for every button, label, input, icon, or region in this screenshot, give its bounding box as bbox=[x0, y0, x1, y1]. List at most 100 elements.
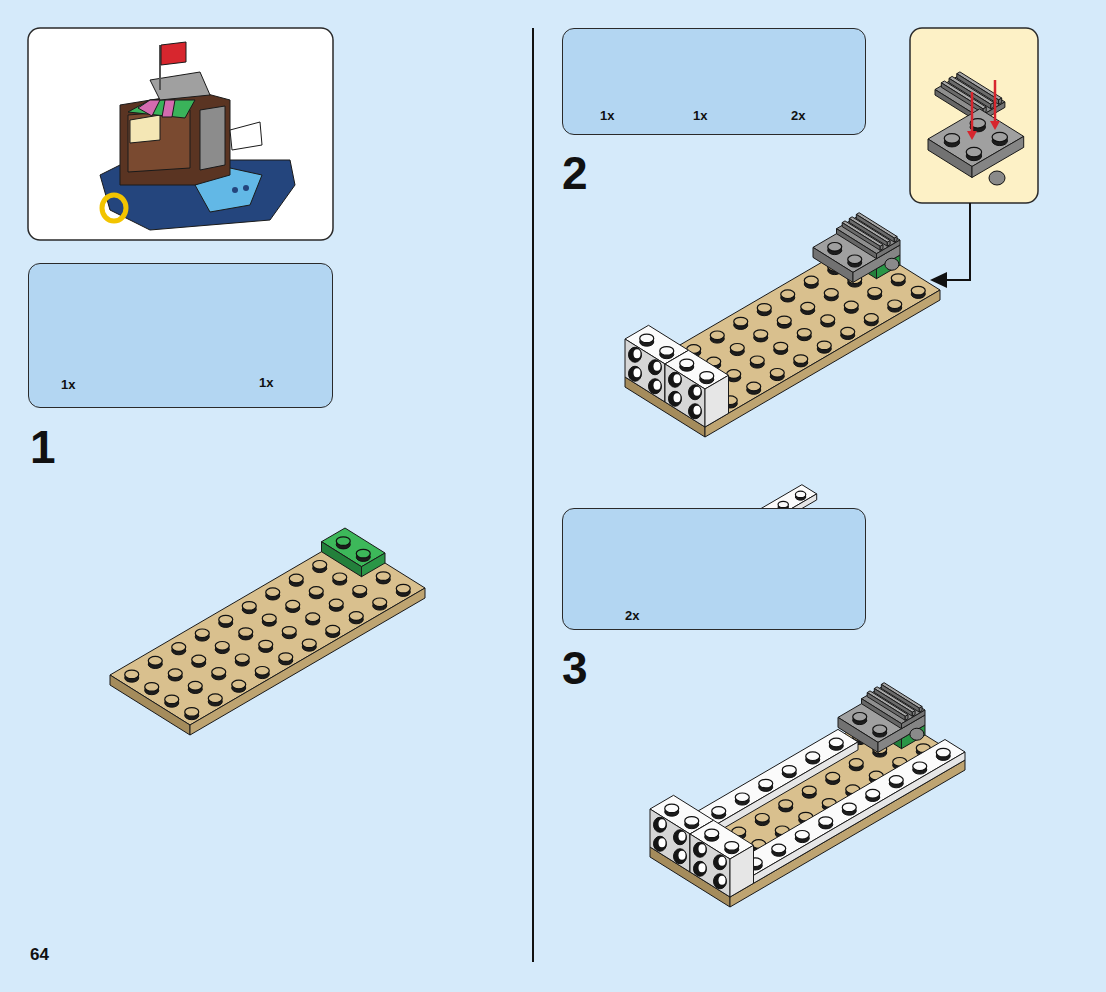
side-stud bbox=[654, 817, 667, 832]
boat-cabin-front bbox=[128, 110, 190, 172]
grille-bar bbox=[991, 103, 994, 109]
stud bbox=[212, 668, 226, 677]
stud bbox=[376, 572, 390, 581]
side-stud bbox=[719, 876, 726, 885]
stud bbox=[891, 274, 905, 283]
stud bbox=[801, 302, 815, 311]
stud bbox=[313, 561, 327, 570]
stud bbox=[913, 762, 927, 771]
side-stud bbox=[649, 360, 662, 375]
stud bbox=[336, 537, 350, 546]
clip bbox=[910, 728, 924, 740]
side-stud bbox=[654, 362, 661, 371]
stud bbox=[774, 342, 788, 351]
stud bbox=[866, 789, 880, 798]
stud bbox=[282, 627, 296, 636]
stud bbox=[734, 317, 748, 326]
side-stud bbox=[669, 372, 682, 387]
boat-awning bbox=[128, 100, 195, 118]
stud bbox=[349, 612, 363, 621]
step-2-assembly bbox=[625, 213, 940, 437]
part-count: 2x bbox=[625, 609, 639, 622]
tan-plate bbox=[730, 760, 965, 907]
stud bbox=[302, 639, 316, 648]
stud bbox=[353, 586, 367, 595]
side-stud bbox=[689, 385, 702, 400]
part-count: 1x bbox=[259, 376, 273, 389]
part-count: 1x bbox=[693, 109, 707, 122]
side-stud bbox=[629, 347, 642, 362]
stud bbox=[266, 588, 280, 597]
side-stud bbox=[634, 349, 641, 358]
side-stud bbox=[679, 832, 686, 841]
stud bbox=[781, 290, 795, 299]
stud bbox=[754, 330, 768, 339]
side-stud bbox=[659, 838, 666, 847]
stud bbox=[779, 800, 793, 809]
part-count: 1x bbox=[61, 378, 75, 391]
side-stud bbox=[674, 374, 681, 383]
stud bbox=[848, 255, 862, 264]
step-number: 1 bbox=[30, 424, 56, 470]
side-stud bbox=[694, 861, 707, 876]
stud bbox=[819, 817, 833, 826]
page-number: 64 bbox=[30, 946, 49, 963]
tan-plate bbox=[650, 710, 965, 897]
stud bbox=[826, 772, 840, 781]
stud bbox=[215, 642, 229, 651]
stud bbox=[782, 766, 796, 775]
side-stud bbox=[674, 849, 687, 864]
stud bbox=[777, 316, 791, 325]
boat-awning-stripe bbox=[138, 100, 160, 116]
side-stud bbox=[649, 379, 662, 394]
side-stud bbox=[714, 855, 727, 870]
white-brick bbox=[690, 834, 730, 897]
side-stud bbox=[694, 842, 707, 857]
stud bbox=[868, 288, 882, 297]
stud bbox=[286, 600, 300, 609]
stud bbox=[747, 382, 761, 391]
stud bbox=[844, 301, 858, 310]
side-stud bbox=[654, 381, 661, 390]
stud bbox=[168, 669, 182, 678]
stud bbox=[705, 829, 719, 838]
step-number: 2 bbox=[562, 150, 588, 196]
stud bbox=[665, 804, 679, 813]
step-3-assembly bbox=[650, 683, 965, 907]
side-stud bbox=[674, 393, 681, 402]
white-plate bbox=[754, 752, 966, 883]
stud bbox=[730, 344, 744, 353]
stud bbox=[821, 315, 835, 324]
white-brick bbox=[665, 364, 705, 427]
stud bbox=[966, 147, 981, 156]
parts-panel: 2x bbox=[562, 508, 866, 630]
grille-bar bbox=[856, 214, 894, 242]
stud bbox=[219, 615, 233, 624]
side-stud bbox=[669, 391, 682, 406]
stud bbox=[396, 584, 410, 593]
side-stud bbox=[699, 863, 706, 872]
stud bbox=[735, 793, 749, 802]
stud bbox=[356, 549, 370, 558]
stud bbox=[944, 134, 959, 143]
boat-awning-stripe bbox=[162, 100, 175, 117]
stud bbox=[725, 842, 739, 851]
side-stud bbox=[634, 368, 641, 377]
stud bbox=[842, 803, 856, 812]
stud bbox=[853, 713, 867, 722]
grille-bar bbox=[894, 237, 897, 243]
stud bbox=[195, 629, 209, 638]
boat-crate bbox=[230, 122, 262, 150]
stud bbox=[841, 327, 855, 336]
step-1-assembly bbox=[110, 528, 425, 735]
stud bbox=[797, 329, 811, 338]
grille-bar bbox=[905, 715, 908, 721]
stud bbox=[772, 844, 786, 853]
side-stud bbox=[694, 387, 701, 396]
stud bbox=[936, 748, 950, 757]
stud bbox=[242, 602, 256, 611]
white-brick bbox=[650, 809, 690, 872]
side-stud bbox=[689, 404, 702, 419]
